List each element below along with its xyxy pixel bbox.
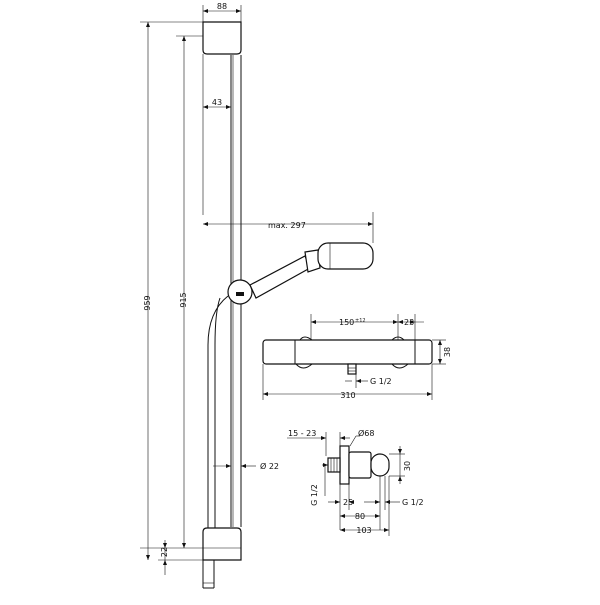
dim-conn-80: 80 — [355, 512, 365, 521]
connector — [327, 445, 390, 485]
dim-conn-height: 30 — [403, 461, 412, 471]
dim-bottom-offset: 22 — [160, 547, 169, 557]
dim-bar-width: 88 — [217, 2, 227, 11]
dim-conn-25: 25 — [343, 498, 353, 507]
thermostat-outlet — [347, 363, 357, 375]
connector-dimensions: 15 - 23 Ø68 30 G 1/2 25 G 1/2 80 — [287, 428, 424, 536]
dim-conn-range: 15 - 23 — [288, 429, 316, 438]
connector-body — [348, 451, 372, 479]
dim-conn-thread-left: G 1/2 — [310, 484, 319, 506]
thermostat-dimensions: 150 ±12 23 38 G 1/2 310 — [262, 314, 452, 400]
dim-thermo-outlet: G 1/2 — [370, 377, 392, 386]
dim-thermo-tolerance: ±12 — [355, 318, 366, 324]
dim-rail-diameter: Ø 22 — [260, 461, 279, 471]
wall-flange — [339, 445, 350, 485]
shower-rail — [202, 21, 374, 589]
dim-handshower-reach: max. 297 — [268, 221, 306, 230]
dim-conn-103: 103 — [356, 526, 371, 535]
rail-dimensions: 88 43 max. 297 959 915 22 Ø 22 — [140, 2, 374, 575]
dim-thermo-height: 38 — [443, 347, 452, 357]
handshower — [249, 255, 311, 299]
dim-rail-inset: 43 — [212, 98, 222, 107]
handshower-head — [317, 242, 374, 270]
dim-conn-diameter: Ø68 — [358, 428, 374, 438]
dim-thermo-right: 23 — [404, 318, 414, 327]
top-bracket — [202, 21, 242, 55]
bottom-bracket — [202, 527, 242, 561]
dim-thermo-width: 310 — [340, 391, 355, 400]
shower-hose — [207, 295, 229, 528]
thermostat-body — [262, 339, 433, 365]
connector-nut — [370, 453, 390, 477]
dim-overall-height: 959 — [143, 295, 152, 310]
dim-rail-height: 915 — [179, 292, 188, 307]
dim-conn-thread-right: G 1/2 — [402, 498, 424, 507]
dim-thermo-spacing: 150 — [339, 318, 354, 327]
thermostat — [262, 336, 433, 375]
